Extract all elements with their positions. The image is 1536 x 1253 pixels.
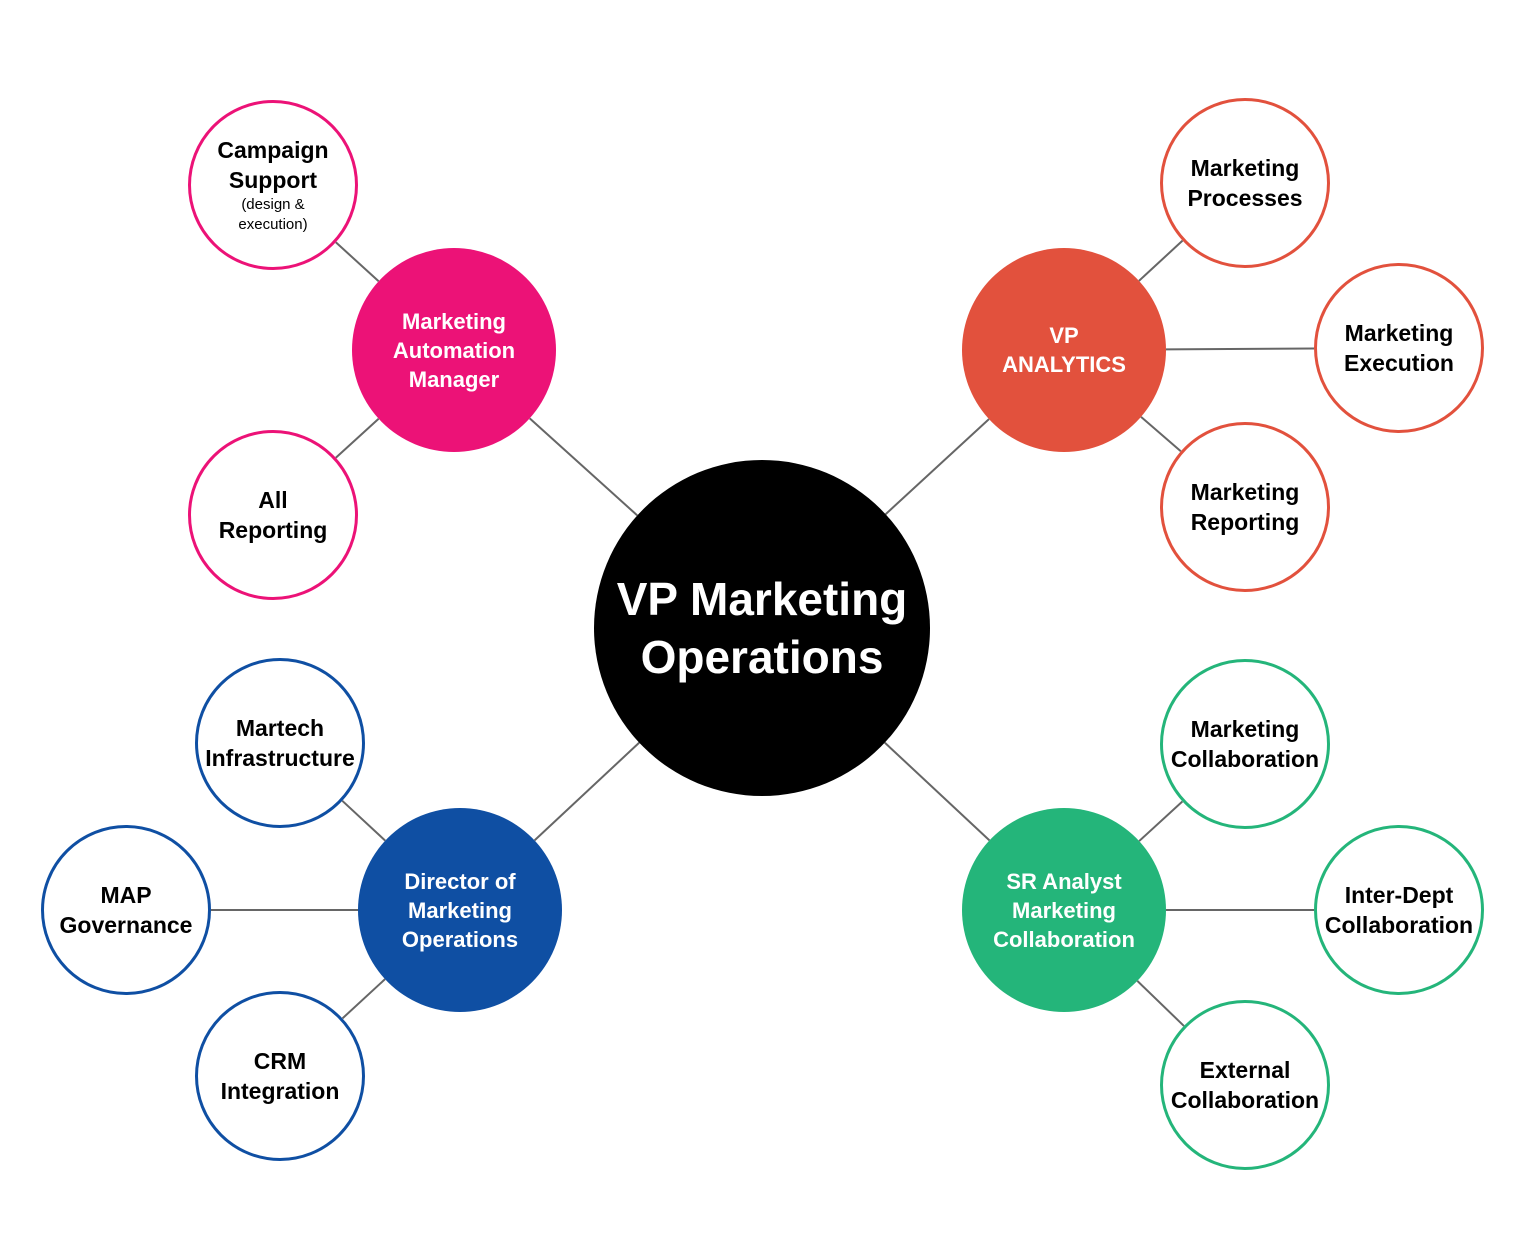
hub-label-line-2: Automation [392, 337, 516, 363]
connector-line-automation-to-auto-1 [335, 417, 380, 459]
leaf-label-line-1: External [1199, 1057, 1291, 1083]
leaf-label-line-2: Support [228, 167, 318, 193]
connector-line-analytics-to-ana-2 [1140, 416, 1182, 453]
connector-line-automation-to-auto-0 [335, 241, 380, 283]
hub-label-line-2: ANALYTICS [1002, 352, 1126, 377]
leaf-node-crm-integration: CRM Integration [195, 991, 365, 1161]
center-node-vp-marketing-operations: VP Marketing Operations [594, 460, 930, 796]
leaf-label-line-1: MAP [100, 882, 152, 908]
leaf-label-line-2: Collaboration [1170, 746, 1320, 772]
leaf-label-line-1: Marketing [1190, 155, 1300, 181]
connector-line-center-to-operations [533, 741, 640, 842]
hub-label-line-1: VP [1049, 323, 1079, 348]
leaf-label-line-1: Marketing [1190, 479, 1300, 505]
leaf-node-marketing-reporting: Marketing Reporting [1160, 422, 1330, 592]
hub-label-line-2: Marketing [1012, 897, 1116, 923]
leaf-label-line-2: Execution [1344, 350, 1454, 376]
connector-line-collaboration-to-col-2 [1136, 980, 1185, 1027]
connector-line-center-to-collaboration [884, 741, 991, 842]
hub-node-marketing-automation-manager: Marketing Automation Manager [352, 248, 556, 452]
center-node-line-2: Operations [640, 631, 884, 683]
leaf-label-line-2: Governance [59, 912, 193, 938]
hub-label-line-1: Director of [404, 868, 516, 894]
leaf-node-all-reporting: All Reporting [188, 430, 358, 600]
hub-node-vp-analytics: VP ANALYTICS [962, 248, 1166, 452]
leaf-label-line-2: Infrastructure [205, 745, 355, 771]
hub-label-line-3: Manager [408, 366, 500, 392]
connector-line-operations-to-ops-0 [341, 800, 386, 842]
leaf-node-marketing-collaboration: Marketing Collaboration [1160, 659, 1330, 829]
leaf-label-line-1: CRM [253, 1048, 307, 1074]
leaf-label-line-2: Integration [220, 1078, 340, 1104]
leaf-label-line-1: Martech [235, 715, 325, 741]
hub-label-line-1: Marketing [402, 308, 506, 334]
leaf-label-line-1: All [258, 487, 288, 513]
connector-line-analytics-to-ana-0 [1138, 239, 1184, 282]
hub-label-line-3: Operations [401, 926, 519, 952]
connector-line-operations-to-ops-2 [341, 978, 386, 1020]
leaf-label-line-1: Marketing [1190, 716, 1300, 742]
connector-line-collaboration-to-col-0 [1138, 800, 1184, 842]
leaf-node-marketing-processes: Marketing Processes [1160, 98, 1330, 268]
leaf-label-line-1: Campaign [217, 137, 329, 163]
leaf-node-martech-infrastructure: Martech Infrastructure [195, 658, 365, 828]
connector-line-analytics-to-ana-1 [1165, 347, 1315, 351]
connector-line-center-to-automation [529, 417, 638, 517]
leaf-label-line-1: Inter-Dept [1344, 882, 1454, 908]
leaf-label-line-2: Reporting [218, 517, 328, 543]
connector-line-center-to-analytics [884, 418, 990, 515]
hub-label-line-3: Collaboration [993, 926, 1135, 952]
hub-label-line-2: Marketing [408, 897, 512, 923]
hub-node-sr-analyst-marketing-collaboration: SR Analyst Marketing Collaboration [962, 808, 1166, 1012]
center-node-line-1: VP Marketing [616, 573, 908, 625]
leaf-node-external-collaboration: External Collaboration [1160, 1000, 1330, 1170]
hub-label-line-1: SR Analyst [1006, 868, 1122, 894]
leaf-node-campaign-support: Campaign Support (design & execution) [188, 100, 358, 270]
leaf-node-inter-dept-collaboration: Inter-Dept Collaboration [1314, 825, 1484, 995]
leaf-node-map-governance: MAP Governance [41, 825, 211, 995]
leaf-label-line-1: Marketing [1344, 320, 1454, 346]
leaf-node-marketing-execution: Marketing Execution [1314, 263, 1484, 433]
leaf-label-line-2: Reporting [1190, 509, 1300, 535]
leaf-sublabel-line-2: execution) [238, 216, 308, 233]
leaf-label-line-2: Collaboration [1170, 1087, 1320, 1113]
leaf-sublabel-line-1: (design & [241, 196, 305, 213]
leaf-label-line-2: Collaboration [1324, 912, 1474, 938]
hub-node-director-of-marketing-operations: Director of Marketing Operations [358, 808, 562, 1012]
leaf-label-line-2: Processes [1187, 185, 1303, 211]
